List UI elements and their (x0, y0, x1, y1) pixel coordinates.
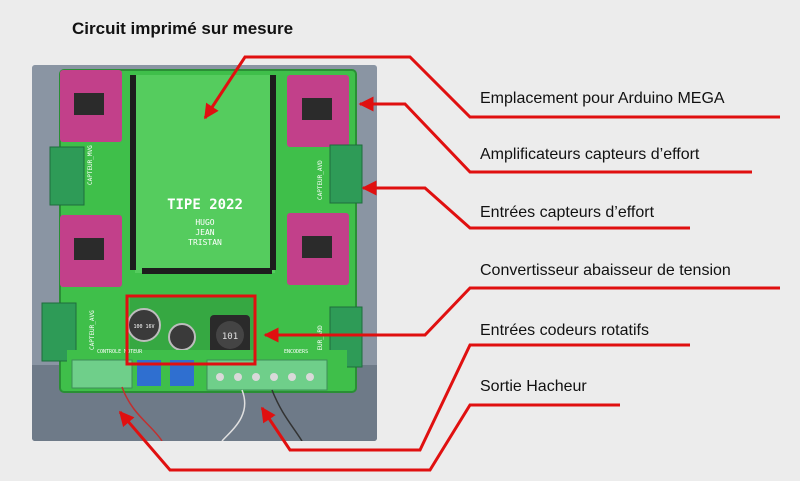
label-convertisseur: Convertisseur abaisseur de tension (480, 262, 731, 279)
terminal-left-top (49, 146, 85, 206)
label-codeurs: Entrées codeurs rotatifs (480, 322, 649, 339)
silk-encoders: ENCODERS (284, 349, 308, 355)
board-name-1: HUGO (195, 218, 214, 227)
label-hacheur: Sortie Hacheur (480, 378, 587, 395)
motor-terminal-blue-1 (137, 360, 161, 386)
board-name-2: JEAN (195, 228, 214, 237)
silk-controle-moteur: CONTROLE MOTEUR (97, 349, 143, 355)
figure-title: Circuit imprimé sur mesure (72, 19, 294, 38)
capacitor-2 (168, 323, 196, 351)
label-entrees-capteurs: Entrées capteurs d’effort (480, 204, 655, 221)
pcb-illustration: TIPE 2022 HUGO JEAN TRISTAN CAPTEUR_MV (32, 65, 377, 441)
amplifier-module-bottom-left (60, 215, 122, 287)
label-arduino: Emplacement pour Arduino MEGA (480, 90, 725, 107)
amplifier-module-top-right (287, 75, 349, 147)
motor-terminal-blue-2 (170, 360, 194, 386)
board-name-3: TRISTAN (188, 238, 222, 247)
silk-capteur-avd: CAPTEUR_AVD (317, 160, 324, 200)
amplifier-module-top-left (60, 70, 122, 142)
terminal-right-top (329, 144, 363, 204)
pcb-photo: TIPE 2022 HUGO JEAN TRISTAN CAPTEUR_MV (32, 65, 377, 441)
silk-capteur-mvg: CAPTEUR_MVG (87, 145, 94, 185)
silk-capacitor: 100 16V (133, 324, 154, 330)
amplifier-module-bottom-right (287, 213, 349, 285)
board-title: TIPE 2022 (167, 197, 243, 213)
silk-capteur-avg: CAPTEUR_AVG (89, 310, 96, 350)
silk-inductor: 101 (222, 332, 238, 342)
label-amplificateurs: Amplificateurs capteurs d’effort (480, 146, 700, 163)
motor-terminal-green (71, 359, 133, 389)
